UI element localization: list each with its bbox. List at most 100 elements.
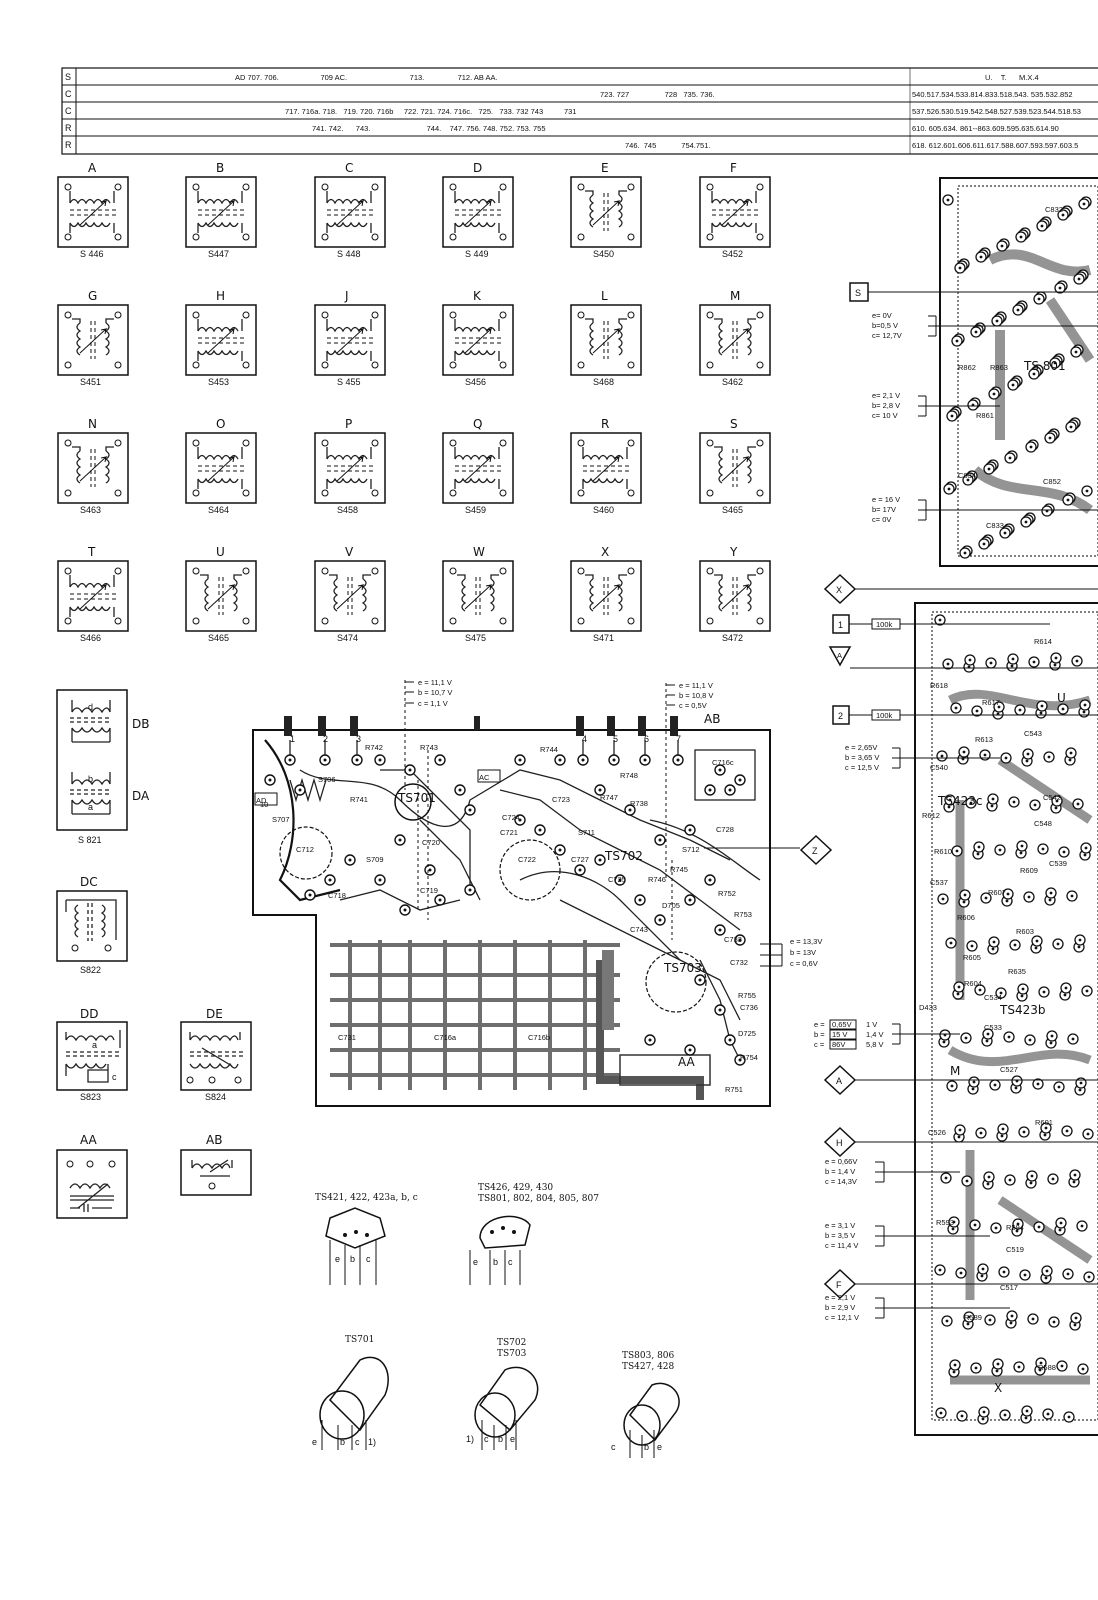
right-label-r862: R862 <box>958 363 976 372</box>
coil-code: S471 <box>593 633 614 643</box>
coil-code: S451 <box>80 377 101 387</box>
v-g4-e: e = 2,65V <box>845 743 877 752</box>
coil-code: S460 <box>593 505 614 515</box>
right-label-r610: R610 <box>934 847 952 856</box>
board-label-ac: AC <box>479 773 490 782</box>
right-label-c852: C852 <box>1043 477 1061 486</box>
coil-letter: B <box>216 161 224 175</box>
connector-z <box>799 834 833 866</box>
ts701-pin-1: 1) <box>368 1437 376 1447</box>
row-type-2: C <box>65 89 72 99</box>
coil-letter: R <box>601 417 609 431</box>
ts702-pin-c: c <box>484 1434 489 1444</box>
v-tl-c: c = 1,1 V <box>418 699 448 708</box>
svg-text:2: 2 <box>323 734 328 744</box>
coil-o: O S464 <box>185 417 257 515</box>
ts702-pin-1: 1) <box>466 1434 474 1444</box>
board-label-c716b: C716b <box>528 1033 550 1042</box>
coil-code: S 449 <box>465 249 489 259</box>
row-text-5: 746. 745 754.751. <box>625 141 710 150</box>
right-label-c539: C539 <box>1049 859 1067 868</box>
coil-code: S450 <box>593 249 614 259</box>
board-label-ts703: TS703 <box>663 961 702 975</box>
v-g8-b: b = 2,9 V <box>825 1303 855 1312</box>
board-label-c733: C733 <box>724 935 742 944</box>
ts803-pin-e: e <box>657 1442 662 1452</box>
v-tr-e: e = 11,1 V <box>679 681 713 690</box>
coil-letter: Y <box>729 545 738 559</box>
board-label-r742: R742 <box>365 743 383 752</box>
right-label-r601: R601 <box>1035 1118 1053 1127</box>
side-coils: dba DB DA S 821 DC S822 DD ac S823 DE <box>56 689 252 1219</box>
right-label-x: X <box>994 1381 1002 1395</box>
row-right-4: 610. 605.634. 861--863.609.595.635.614.9… <box>912 124 1059 133</box>
ts803-title1: TS803, 806 <box>622 1351 675 1361</box>
v-g3-b: b= 17V <box>872 505 896 514</box>
coil-letter: Q <box>473 417 482 431</box>
right-label-r614: R614 <box>1034 637 1052 646</box>
board-label-10: 10 <box>260 800 268 809</box>
row-right-2: 540.517.534.533.814.833.518.543. 535.532… <box>912 90 1073 99</box>
coil-letter: J <box>344 289 349 303</box>
row-text-3: 717. 716a. 718. 719. 720. 716b 722. 721.… <box>285 107 576 116</box>
svg-text:3: 3 <box>356 734 361 744</box>
v-g3-e: e = 16 V <box>872 495 900 504</box>
coil-code-s824: S824 <box>205 1092 226 1102</box>
coil-code: S453 <box>208 377 229 387</box>
ts426-title2: TS801, 802, 804, 805, 807 <box>478 1194 599 1204</box>
coil-letter: H <box>216 289 225 303</box>
right-label-c534: C534 <box>984 993 1002 1002</box>
v-g5-c: 5,8 V <box>866 1040 884 1049</box>
pcb-pads <box>264 754 746 1066</box>
connector-h <box>823 1126 857 1158</box>
svg-text:d: d <box>88 702 93 712</box>
right-label-c533: C533 <box>984 1023 1002 1032</box>
coil-label-dd: DD <box>80 1007 98 1021</box>
v-g5-e: 1 V <box>866 1020 877 1029</box>
v-g8-c: c = 12,1 V <box>825 1313 859 1322</box>
board-label-c724: C724 <box>502 813 520 822</box>
board-label-s712: S712 <box>682 845 700 854</box>
v-g5-b: 1,4 V <box>866 1030 884 1039</box>
connector-f <box>823 1268 857 1300</box>
v-tr-c: c = 0,5V <box>679 701 707 710</box>
board-label-d725: D725 <box>738 1029 756 1038</box>
v-g7-c: c = 11,4 V <box>825 1241 858 1250</box>
coil-letter: C <box>345 161 353 175</box>
row-text-1: AD 707. 706. 709 AC. 713. 712. AB AA. <box>235 73 498 82</box>
coil-letter: K <box>473 289 482 303</box>
v-s-e: e= 0V <box>872 311 892 320</box>
ts803-pin-c: c <box>611 1442 616 1452</box>
coil-code: S452 <box>722 249 743 259</box>
right-label-r617: R617 <box>982 698 1000 707</box>
connector-2-label: 2 <box>838 711 843 721</box>
right-label-c834: C834 <box>958 471 976 480</box>
connector-a-triangle-label: A <box>837 651 842 660</box>
right-label-r612: R612 <box>922 811 940 820</box>
board-label-s709: S709 <box>366 855 384 864</box>
coil-code: S464 <box>208 505 229 515</box>
coil-label-ab: AB <box>206 1133 222 1147</box>
coil-label-da: DA <box>132 789 150 803</box>
coil-db-da-box <box>56 689 128 831</box>
v-tl-b: b = 10,7 V <box>418 688 452 697</box>
coil-letter: T <box>87 545 96 559</box>
board-label-c723: C723 <box>552 795 570 804</box>
board-label-c732: C732 <box>730 958 748 967</box>
svg-text:a: a <box>92 1040 97 1050</box>
row-type-1: S <box>65 72 71 82</box>
coil-code: S475 <box>465 633 486 643</box>
row-type-5: R <box>65 140 72 150</box>
board-label-c716a: C716a <box>434 1033 457 1042</box>
coil-letter: O <box>216 417 225 431</box>
v-tl-e: e = 11,1 V <box>418 678 452 687</box>
right-pcb-lower <box>914 602 1098 1436</box>
